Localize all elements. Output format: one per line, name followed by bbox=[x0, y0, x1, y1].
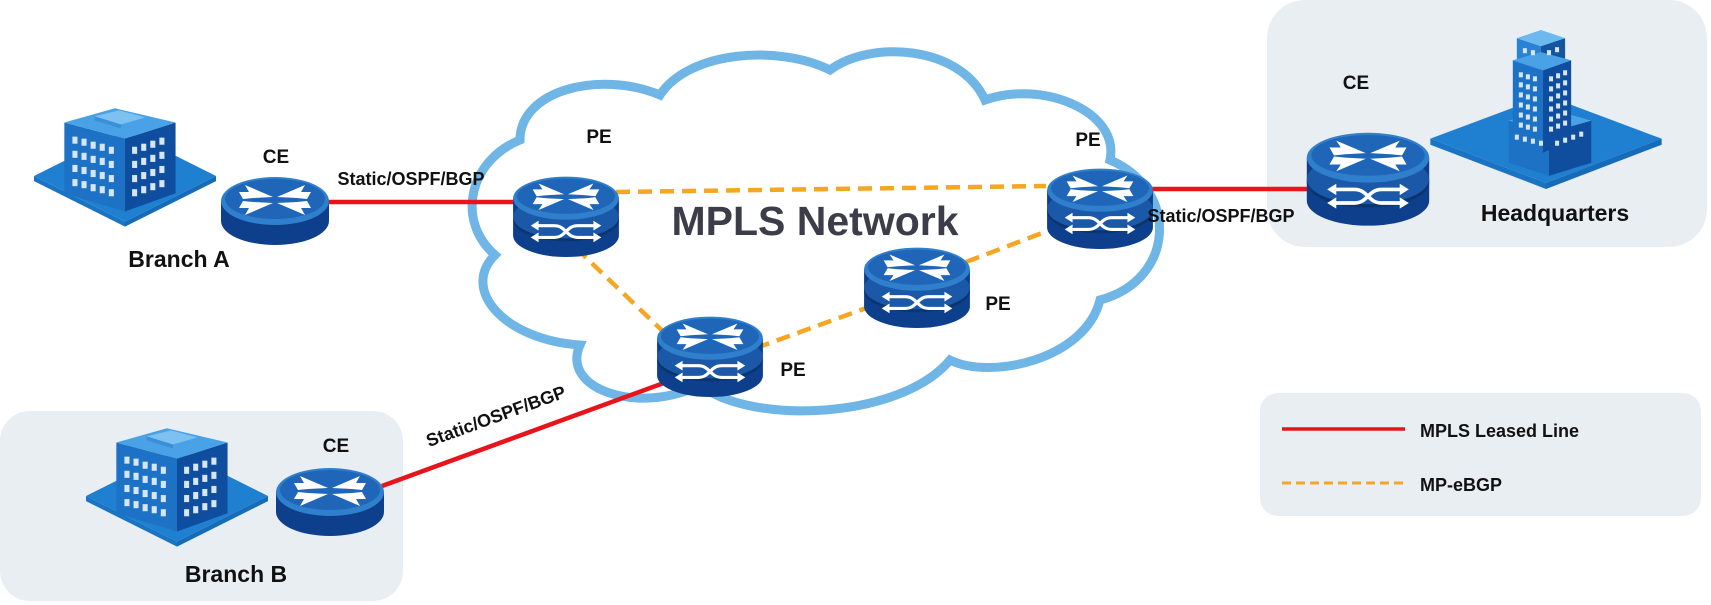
pe-left-router-icon[interactable] bbox=[511, 175, 621, 257]
mp-ebgp-link-pe-left-pe-right bbox=[615, 183, 1047, 195]
pe-right-router-icon[interactable] bbox=[1045, 167, 1155, 249]
headquarters-protocol-label: Static/OSPF/BGP bbox=[1147, 206, 1294, 226]
diagram-title: MPLS Network bbox=[671, 198, 958, 244]
branch-a-protocol-label: Static/OSPF/BGP bbox=[337, 169, 484, 189]
legend-leased-line-label: MPLS Leased Line bbox=[1420, 421, 1579, 441]
headquarters-name: Headquarters bbox=[1481, 200, 1629, 226]
branch-b-name: Branch B bbox=[185, 561, 287, 587]
branch-a-name: Branch A bbox=[128, 246, 229, 272]
branch-a-ce-router-icon[interactable] bbox=[221, 177, 329, 245]
mpls-cloud bbox=[467, 47, 1164, 416]
mpls-leased-lines bbox=[326, 186, 1320, 489]
leased-line-branch-b bbox=[381, 377, 673, 489]
pe-bottom-label: PE bbox=[780, 360, 805, 381]
mp-ebgp-links bbox=[574, 183, 1051, 351]
mp-ebgp-link-pe-middle-pe-right bbox=[965, 227, 1051, 265]
pe-bottom-router-icon[interactable] bbox=[655, 315, 765, 397]
legend-mp-ebgp-label: MP-eBGP bbox=[1420, 475, 1502, 495]
legend-panel bbox=[1260, 393, 1701, 516]
pe-middle-label: PE bbox=[985, 294, 1010, 315]
branch-a-building-icon bbox=[34, 108, 216, 227]
pe-right-label: PE bbox=[1075, 130, 1100, 151]
branch-a-ce-label: CE bbox=[263, 147, 289, 168]
mp-ebgp-link-pe-left-pe-bottom bbox=[574, 246, 674, 342]
branch-b-protocol-label: Static/OSPF/BGP bbox=[423, 382, 568, 451]
pe-left-label: PE bbox=[586, 127, 611, 148]
headquarters-ce-label: CE bbox=[1343, 73, 1369, 94]
headquarters-ce-router-icon[interactable] bbox=[1307, 133, 1429, 226]
branch-b-ce-label: CE bbox=[323, 436, 349, 457]
pe-middle-router-icon[interactable] bbox=[862, 246, 972, 328]
branch-b-ce-router-icon[interactable] bbox=[276, 468, 384, 536]
